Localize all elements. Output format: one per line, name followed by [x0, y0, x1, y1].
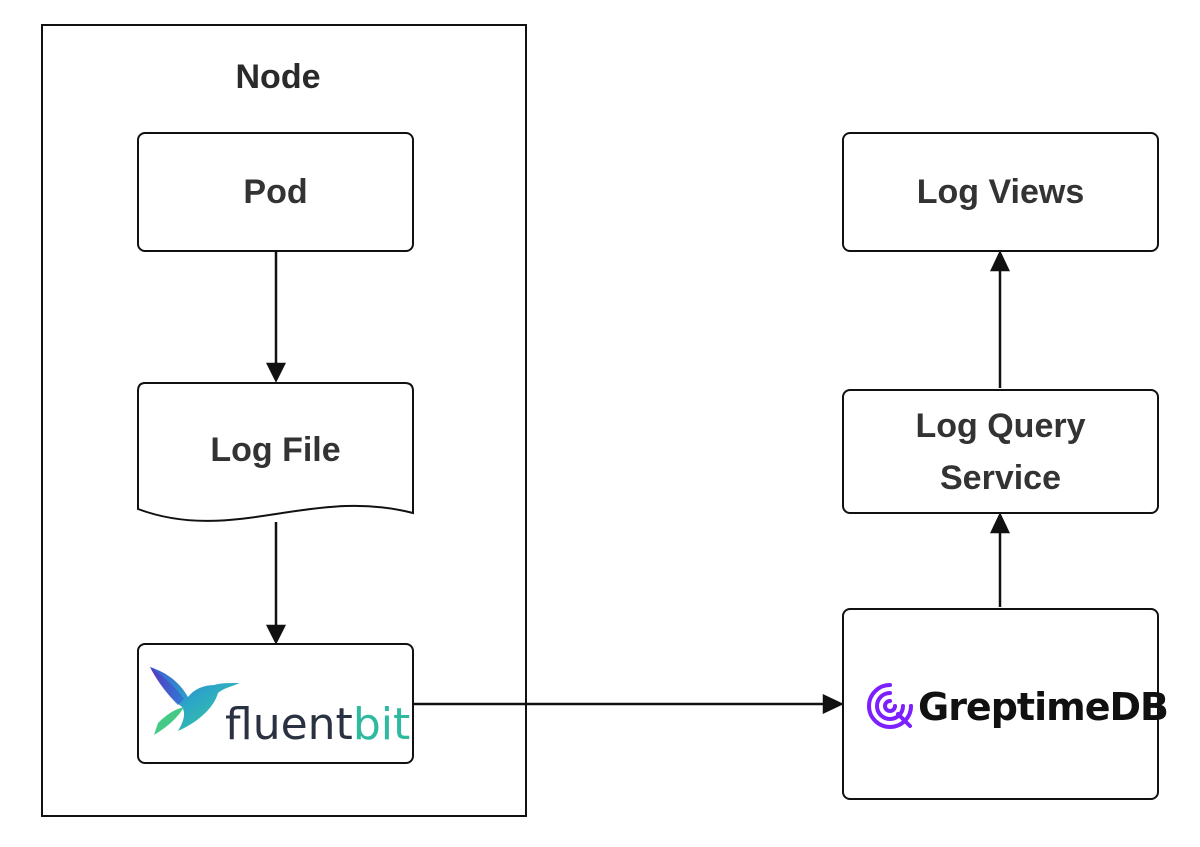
fluentbit-wordmark-part1: fluent: [225, 699, 353, 750]
log-file-label: Log File: [210, 431, 341, 469]
log-query-service-label: Log Query Service: [915, 406, 1086, 497]
arrowhead-logfile-fluentbit: [265, 624, 287, 645]
greptimedb-box: [842, 608, 1159, 800]
log-query-service-box: Log Query Service: [842, 389, 1159, 514]
fluentbit-wordmark: fluentbit: [225, 695, 410, 755]
node-title: Node: [235, 58, 321, 96]
arrowhead-pod-logfile: [265, 362, 287, 383]
log-views-box: Log Views: [842, 132, 1159, 252]
node-container: [41, 24, 527, 817]
pod-box: Pod: [137, 132, 414, 252]
arrowhead-greptimedb-lqs: [990, 512, 1010, 534]
log-views-label: Log Views: [916, 173, 1085, 211]
fluentbit-wordmark-part2: bit: [352, 699, 411, 750]
arrowhead-fluentbit-greptimedb: [822, 694, 844, 714]
arrowhead-lqs-logviews: [990, 250, 1010, 272]
greptimedb-wordmark: GreptimeDB: [918, 685, 1169, 729]
greptimedb-logo-icon: [867, 683, 913, 729]
log-file-shape: [137, 382, 414, 522]
pod-label: Pod: [243, 173, 308, 211]
hummingbird-logo-icon: [150, 667, 240, 735]
